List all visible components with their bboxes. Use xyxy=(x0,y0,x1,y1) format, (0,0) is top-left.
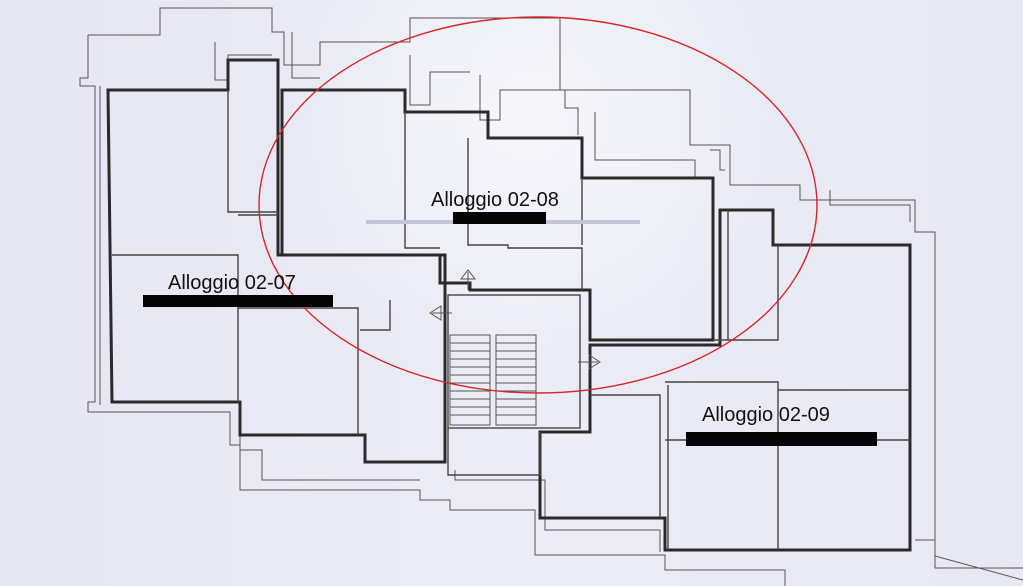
partition xyxy=(238,307,359,435)
staircase xyxy=(449,334,537,426)
arrow-left-icon xyxy=(429,305,452,321)
redaction-bar-02-08 xyxy=(453,212,546,224)
wall-line xyxy=(915,539,1023,581)
partition xyxy=(112,254,239,402)
wall-line xyxy=(454,470,661,552)
arrow-right-icon xyxy=(578,354,601,370)
unit-label-02-08: Alloggio 02-08 xyxy=(431,189,559,211)
unit-label-02-09: Alloggio 02-09 xyxy=(702,404,830,426)
partition xyxy=(360,300,391,331)
wall-line xyxy=(409,55,470,106)
wall-line xyxy=(594,112,696,178)
stair-flight-right xyxy=(495,334,537,426)
wall-line xyxy=(479,75,579,135)
unit-02-09-outline xyxy=(538,208,912,552)
partition xyxy=(404,112,440,249)
stair-core xyxy=(447,294,581,429)
partition xyxy=(665,381,779,550)
wall-line xyxy=(239,412,420,481)
highlight-ellipse xyxy=(258,16,818,394)
partition xyxy=(467,138,583,290)
building-outline xyxy=(88,7,1023,569)
unit-02-07-outline xyxy=(106,58,447,464)
redaction-bar-02-09 xyxy=(686,432,877,446)
partition xyxy=(713,245,779,341)
wall-line xyxy=(291,32,320,79)
building-outline-left xyxy=(79,35,786,586)
stair-treads-right xyxy=(496,342,536,416)
wall-line xyxy=(829,190,911,222)
unit-label-02-07: Alloggio 02-07 xyxy=(168,272,296,294)
redaction-bar-02-07 xyxy=(143,295,333,307)
stair-flight-left xyxy=(449,334,491,426)
partition xyxy=(227,90,278,213)
stair-treads-left xyxy=(450,342,490,416)
wall-line xyxy=(710,149,725,171)
partition xyxy=(590,394,661,518)
landing-wall xyxy=(447,428,541,476)
arrow-up-icon xyxy=(459,269,477,290)
